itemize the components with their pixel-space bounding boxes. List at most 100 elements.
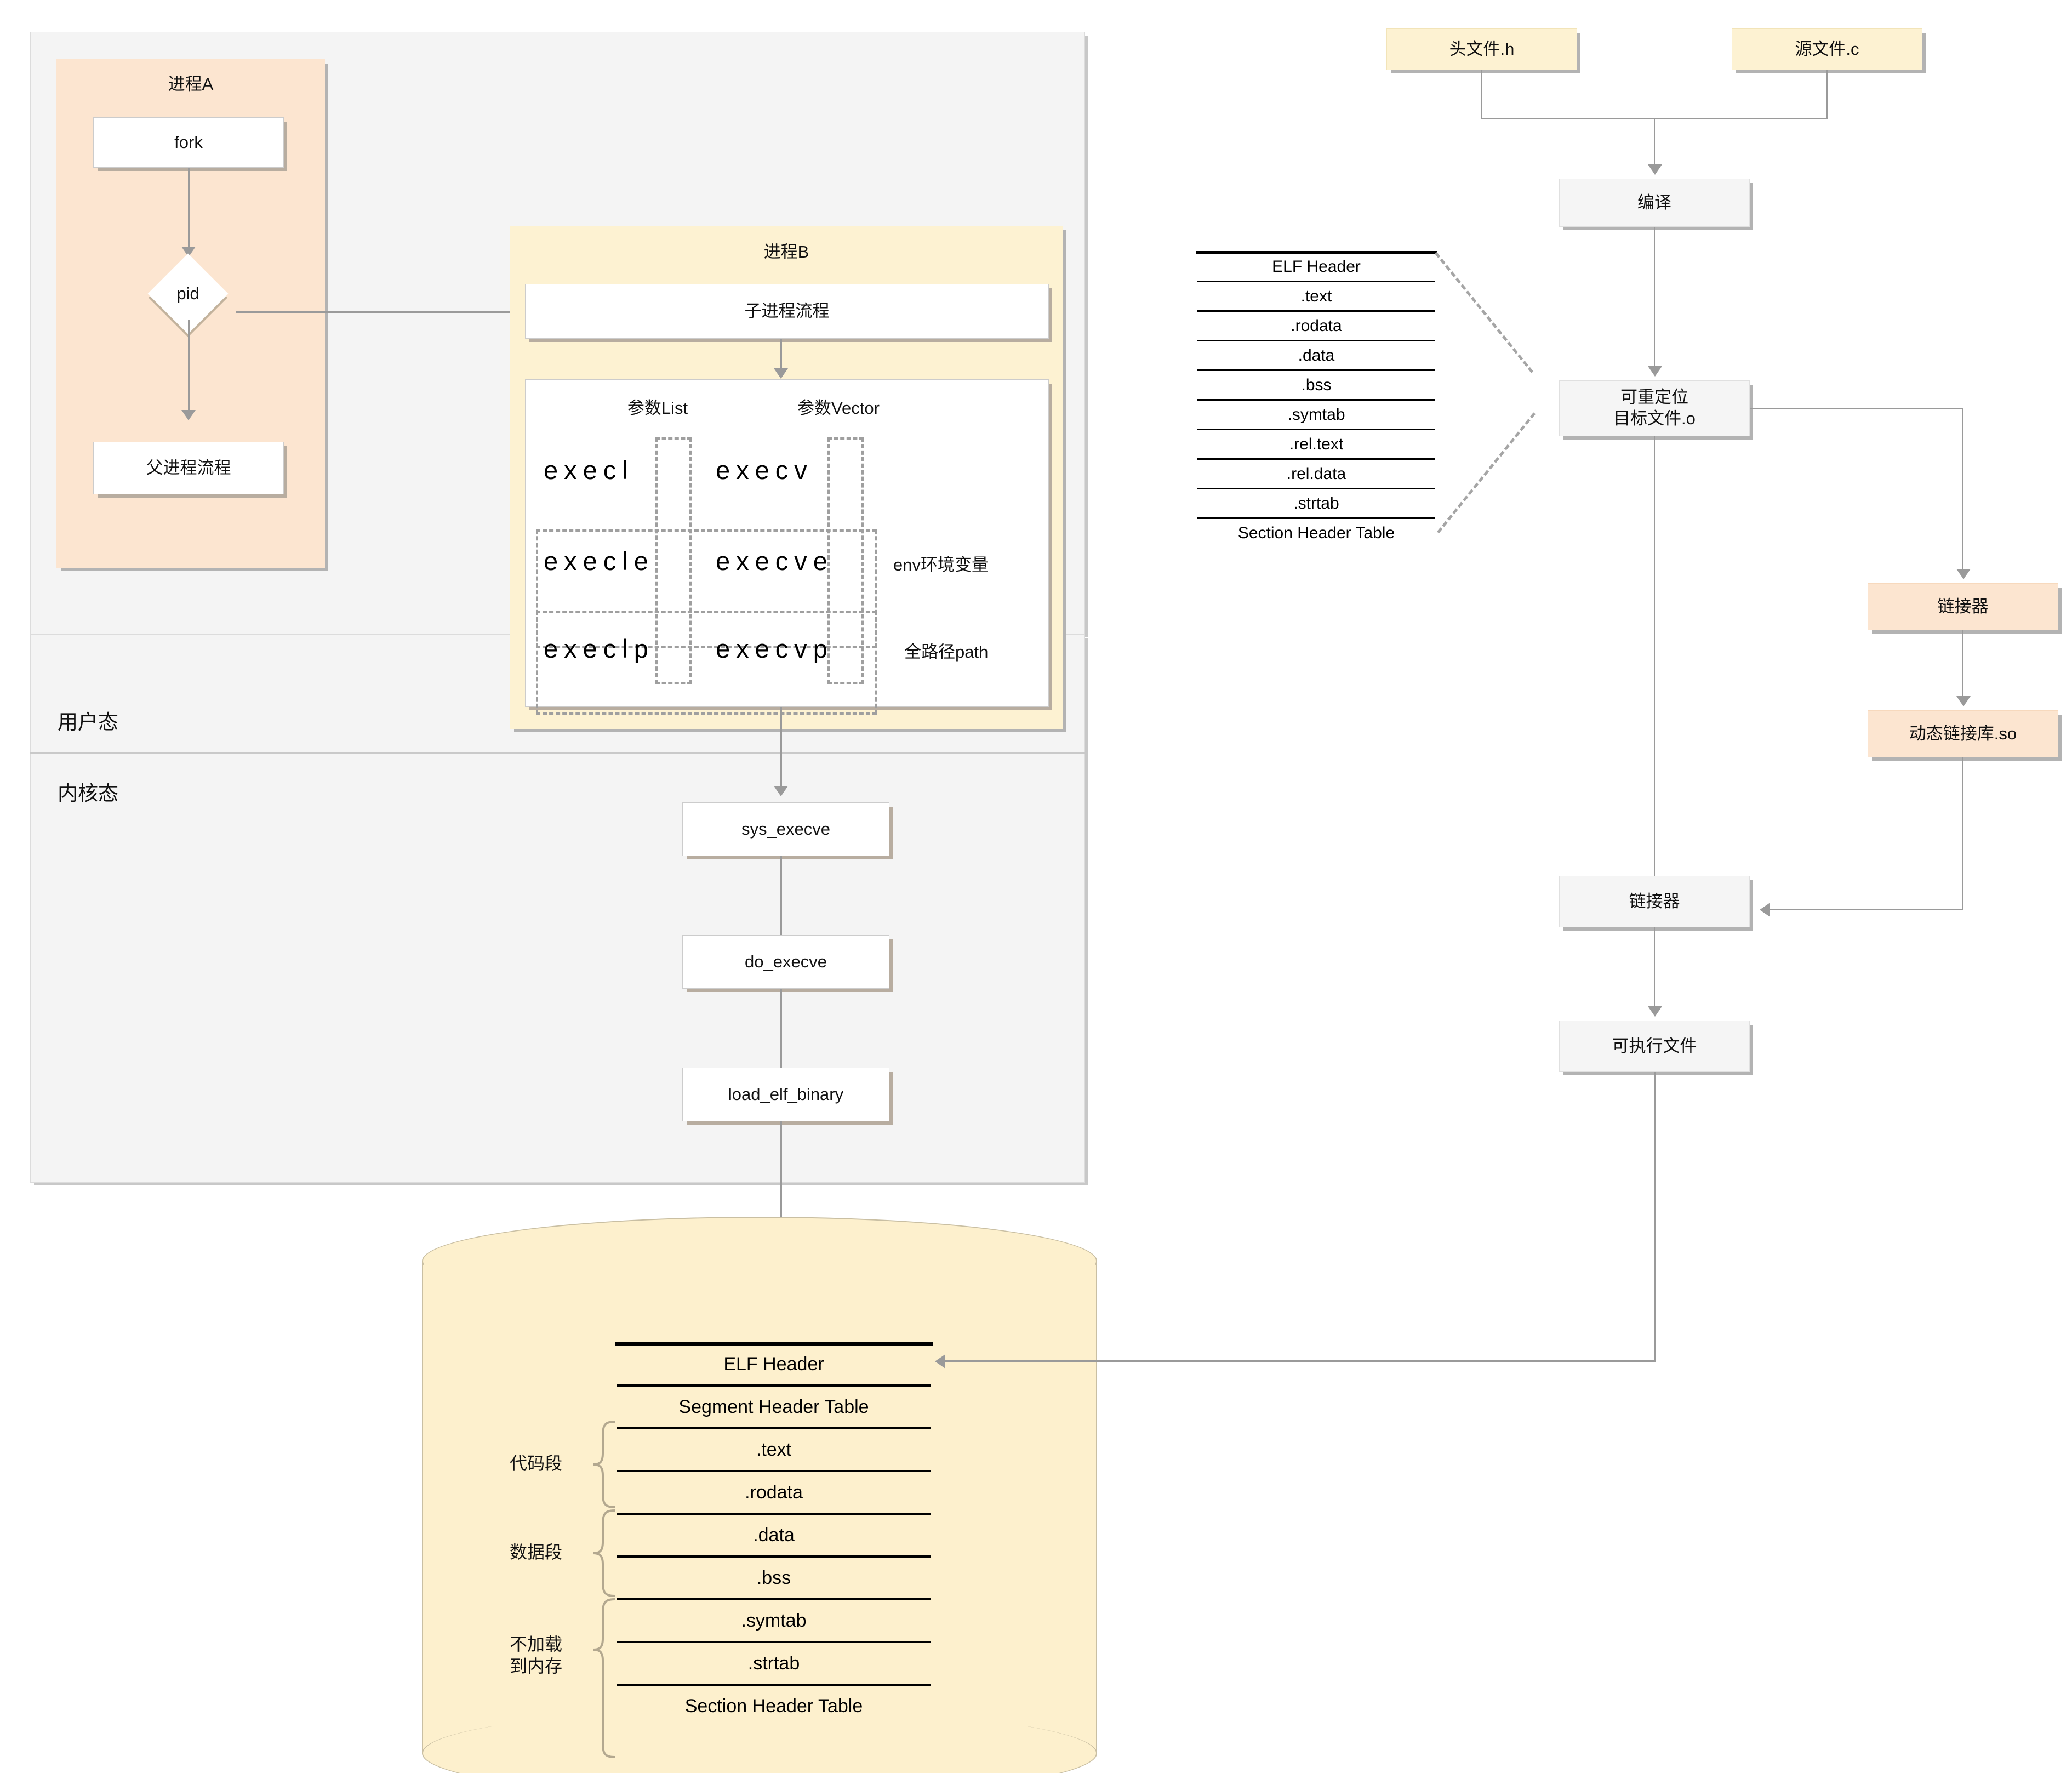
exec-table-row: ELF Header	[617, 1344, 931, 1387]
object-table-row: Section Header Table	[1237, 523, 1395, 542]
edge-solib-left-to-linker-arrow	[1760, 903, 1770, 917]
cylinder-body-mask	[424, 1262, 1095, 1709]
sys-execve-node[interactable]: sys_execve	[682, 802, 889, 856]
parent-flow-node[interactable]: 父进程流程	[93, 442, 284, 494]
edge-fork-to-pid-arrow	[181, 247, 196, 257]
dashed-box-path-row	[536, 611, 877, 715]
exec-column-head-list: 参数List	[627, 398, 688, 418]
edge-childflow-to-execpanel	[780, 339, 782, 370]
exec-table-row: .symtab	[617, 1600, 931, 1643]
load-elf-binary-node[interactable]: load_elf_binary	[682, 1068, 889, 1121]
edge-sysexecve-to-doexecve	[780, 856, 782, 950]
exec-table-row: .bss	[617, 1558, 931, 1600]
swimlane-divider	[30, 752, 1085, 754]
object-table-row: .rel.text	[1197, 430, 1435, 460]
brace-label-code-segment-line1: 代码段	[509, 1453, 562, 1473]
edge-exec-to-sysexecve-arrow	[774, 786, 788, 796]
object-table-row: .data	[1197, 341, 1435, 371]
edge-linker-to-executable	[1654, 927, 1655, 1008]
object-table-row: .bss	[1197, 371, 1435, 401]
execl-label: execl	[544, 455, 634, 484]
lane-label-user-mode: 用户态	[58, 710, 118, 733]
edge-sourcefile-down	[1826, 70, 1828, 118]
note-env-variable: env环境变量	[893, 555, 989, 574]
fork-node[interactable]: fork	[93, 117, 284, 168]
edge-pid-to-parent	[188, 320, 190, 412]
execle-label: execle	[544, 546, 654, 575]
edge-headerfile-down	[1481, 70, 1482, 118]
object-file-table: ELF Header .text .rodata .data .bss .sym…	[1196, 251, 1437, 542]
execvp-label: execvp	[716, 634, 834, 663]
exec-table-row: .strtab	[617, 1643, 931, 1686]
leader-line-top	[1435, 252, 1534, 373]
execv-label: execv	[716, 455, 813, 484]
segment-braces	[592, 1421, 615, 1758]
edge-merge-to-compile	[1654, 118, 1655, 167]
brace-label-data-segment: 数据段	[455, 1541, 562, 1563]
edge-merge-to-compile-arrow	[1648, 164, 1662, 175]
brace-label-code-segment: 代码段	[455, 1452, 562, 1474]
linker-final-node[interactable]: 链接器	[1559, 876, 1750, 927]
header-file-node[interactable]: 头文件.h	[1386, 28, 1577, 70]
exec-table-row: Segment Header Table	[617, 1387, 931, 1429]
lane-label-kernel-mode: 内核态	[58, 782, 118, 805]
edge-object-to-right	[1750, 408, 1963, 409]
relocatable-object-line2: 目标文件.o	[1613, 409, 1696, 428]
edge-executable-left-to-elf	[945, 1360, 1656, 1362]
brace-label-data-segment-line1: 数据段	[509, 1542, 562, 1562]
dynamic-library-node[interactable]: 动态链接库.so	[1868, 710, 2058, 757]
dashed-box-env-row	[536, 529, 877, 648]
do-execve-node[interactable]: do_execve	[682, 935, 889, 989]
edge-fork-to-pid	[188, 168, 190, 249]
exec-table-row: Section Header Table	[684, 1695, 863, 1717]
edge-compile-to-object	[1654, 227, 1655, 369]
edge-linker-to-solib-arrow	[1956, 696, 1971, 706]
dashed-box-list-suffix	[655, 437, 692, 684]
object-table-row: .rodata	[1197, 312, 1435, 341]
edge-executable-left-to-elf-arrow	[935, 1354, 945, 1369]
dashed-box-vector-suffix	[827, 437, 864, 684]
process-a-title: 进程A	[168, 74, 214, 94]
edge-compile-to-object-arrow	[1648, 366, 1662, 377]
object-table-row: .strtab	[1197, 489, 1435, 519]
object-table-row: .rel.data	[1197, 460, 1435, 489]
exec-table-row: .data	[617, 1515, 931, 1558]
edge-linker-to-executable-arrow	[1648, 1006, 1662, 1017]
exec-table-row: .text	[617, 1429, 931, 1472]
exec-table-row: .rodata	[617, 1472, 931, 1515]
object-table-row: .text	[1197, 282, 1435, 312]
child-flow-node[interactable]: 子进程流程	[525, 284, 1049, 339]
exec-column-head-vector: 参数Vector	[797, 398, 880, 418]
edge-right-down-to-linker-arrow	[1956, 569, 1971, 579]
linker-dynamic-node[interactable]: 链接器	[1868, 583, 2058, 630]
edge-doexecve-to-loadelf	[780, 989, 782, 1072]
edge-exec-to-sysexecve	[780, 707, 782, 788]
edge-right-down-to-linker	[1962, 408, 1963, 572]
edge-childflow-to-execpanel-arrow	[774, 368, 788, 379]
executable-elf-table: ELF Header Segment Header Table .text .r…	[615, 1342, 933, 1717]
executable-node[interactable]: 可执行文件	[1559, 1021, 1750, 1072]
object-table-row: .symtab	[1197, 401, 1435, 430]
edge-linker-to-solib	[1962, 630, 1963, 698]
pid-label: pid	[176, 284, 199, 303]
exec-family-panel	[525, 379, 1049, 707]
edge-pid-to-parent-arrow	[181, 410, 196, 420]
edge-executable-down	[1654, 1072, 1656, 1361]
compile-node[interactable]: 编译	[1559, 179, 1750, 227]
leader-line-bottom	[1437, 412, 1536, 534]
relocatable-object-line1: 可重定位	[1620, 387, 1688, 407]
edge-pid-to-processb	[236, 311, 513, 313]
execve-label: execve	[716, 546, 834, 575]
relocatable-object-node[interactable]: 可重定位 目标文件.o	[1559, 380, 1750, 436]
edge-object-down-to-linker	[1654, 436, 1655, 886]
source-file-node[interactable]: 源文件.c	[1732, 28, 1922, 70]
execlp-label: execlp	[544, 634, 654, 663]
object-table-row: ELF Header	[1197, 253, 1435, 282]
edge-solib-left-to-linker	[1770, 909, 1963, 910]
note-full-path: 全路径path	[904, 642, 989, 662]
brace-label-not-loaded: 不加载 到内存	[455, 1633, 562, 1677]
pid-decision[interactable]: pid	[140, 253, 236, 334]
brace-label-not-loaded-line1: 不加载	[509, 1634, 562, 1654]
process-b-title: 进程B	[763, 242, 809, 261]
